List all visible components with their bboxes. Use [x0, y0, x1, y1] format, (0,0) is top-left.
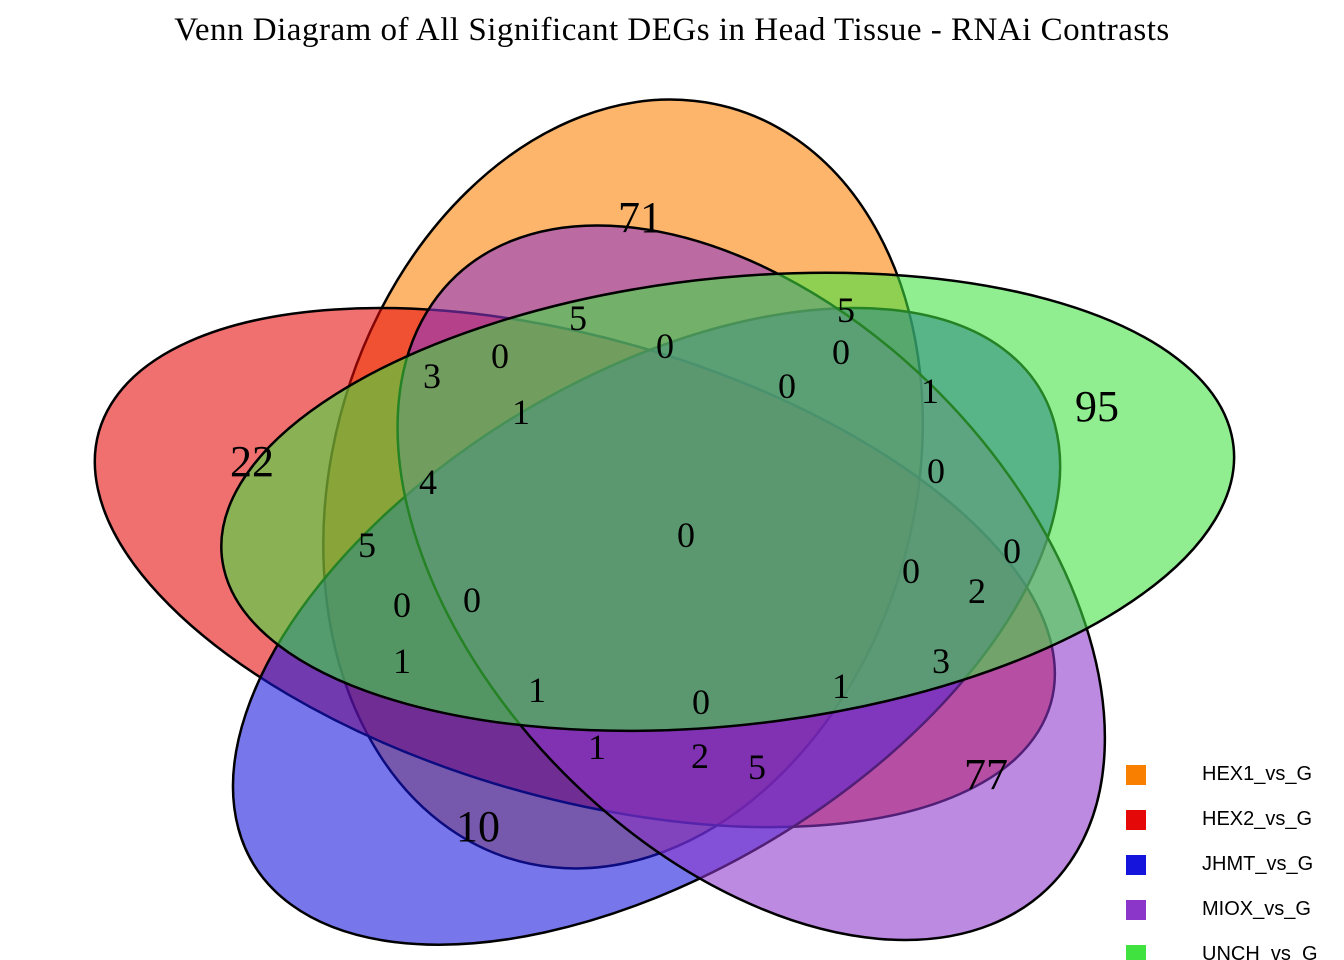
venn-count-label: 1: [832, 666, 850, 706]
venn-count-label: 0: [1003, 531, 1021, 571]
venn-count-label: 2: [968, 571, 986, 611]
venn-count-label: 5: [569, 298, 587, 338]
venn-count-label: 71: [618, 193, 662, 242]
legend: HEX1_vs_G HEX2_vs_G JHMT_vs_G MIOX_vs_G UNCH…: [1126, 752, 1318, 960]
venn-count-label: 77: [964, 750, 1008, 799]
legend-color-swatch-hex1: [1126, 764, 1146, 785]
legend-label-unch: UNCH_vs_G: [1202, 943, 1318, 960]
legend-label-hex2: HEX2_vs_G: [1202, 808, 1313, 830]
venn-count-label: 0: [491, 336, 509, 376]
venn-count-label: 0: [656, 326, 674, 366]
legend-item-hex1: HEX1_vs_G: [1126, 752, 1318, 797]
legend-item-jhmt: JHMT_vs_G: [1126, 842, 1318, 887]
legend-item-unch: UNCH_vs_G: [1126, 932, 1318, 960]
legend-color-swatch-unch: [1126, 944, 1146, 960]
venn-count-label: 95: [1075, 382, 1119, 431]
venn-count-label: 10: [456, 802, 500, 851]
venn-count-label: 0: [778, 366, 796, 406]
venn-count-label: 1: [588, 727, 606, 767]
venn-count-label: 0: [692, 682, 710, 722]
legend-label-hex1: HEX1_vs_G: [1202, 763, 1313, 785]
venn-count-label: 0: [393, 585, 411, 625]
venn-count-label: 1: [921, 371, 939, 411]
venn-ellipse-unch-green: [173, 216, 1283, 788]
venn-count-label: 1: [512, 392, 530, 432]
venn-count-label: 0: [902, 551, 920, 591]
legend-label-miox: MIOX_vs_G: [1202, 898, 1311, 920]
venn-count-label: 0: [832, 332, 850, 372]
venn-count-label: 5: [837, 290, 855, 330]
venn-count-label: 0: [927, 451, 945, 491]
legend-item-hex2: HEX2_vs_G: [1126, 797, 1318, 842]
venn-count-label: 0: [463, 580, 481, 620]
venn-count-label: 1: [528, 670, 546, 710]
legend-color-swatch-hex2: [1126, 809, 1146, 830]
legend-item-miox: MIOX_vs_G: [1126, 887, 1318, 932]
venn-count-label: 0: [677, 515, 695, 555]
venn-count-label: 4: [419, 462, 437, 502]
legend-label-jhmt: JHMT_vs_G: [1202, 853, 1314, 875]
venn-count-label: 3: [423, 356, 441, 396]
legend-color-swatch-miox: [1126, 899, 1146, 920]
figure-title: Venn Diagram of All Significant DEGs in …: [174, 12, 1170, 48]
venn-ellipse-group: [0, 70, 1283, 960]
venn-count-label: 22: [230, 437, 274, 486]
venn-count-label: 3: [932, 641, 950, 681]
venn-count-label: 2: [691, 736, 709, 776]
venn-count-label: 5: [748, 747, 766, 787]
legend-color-swatch-jhmt: [1126, 854, 1146, 875]
venn-count-label: 1: [393, 641, 411, 681]
venn-count-label: 5: [358, 525, 376, 565]
